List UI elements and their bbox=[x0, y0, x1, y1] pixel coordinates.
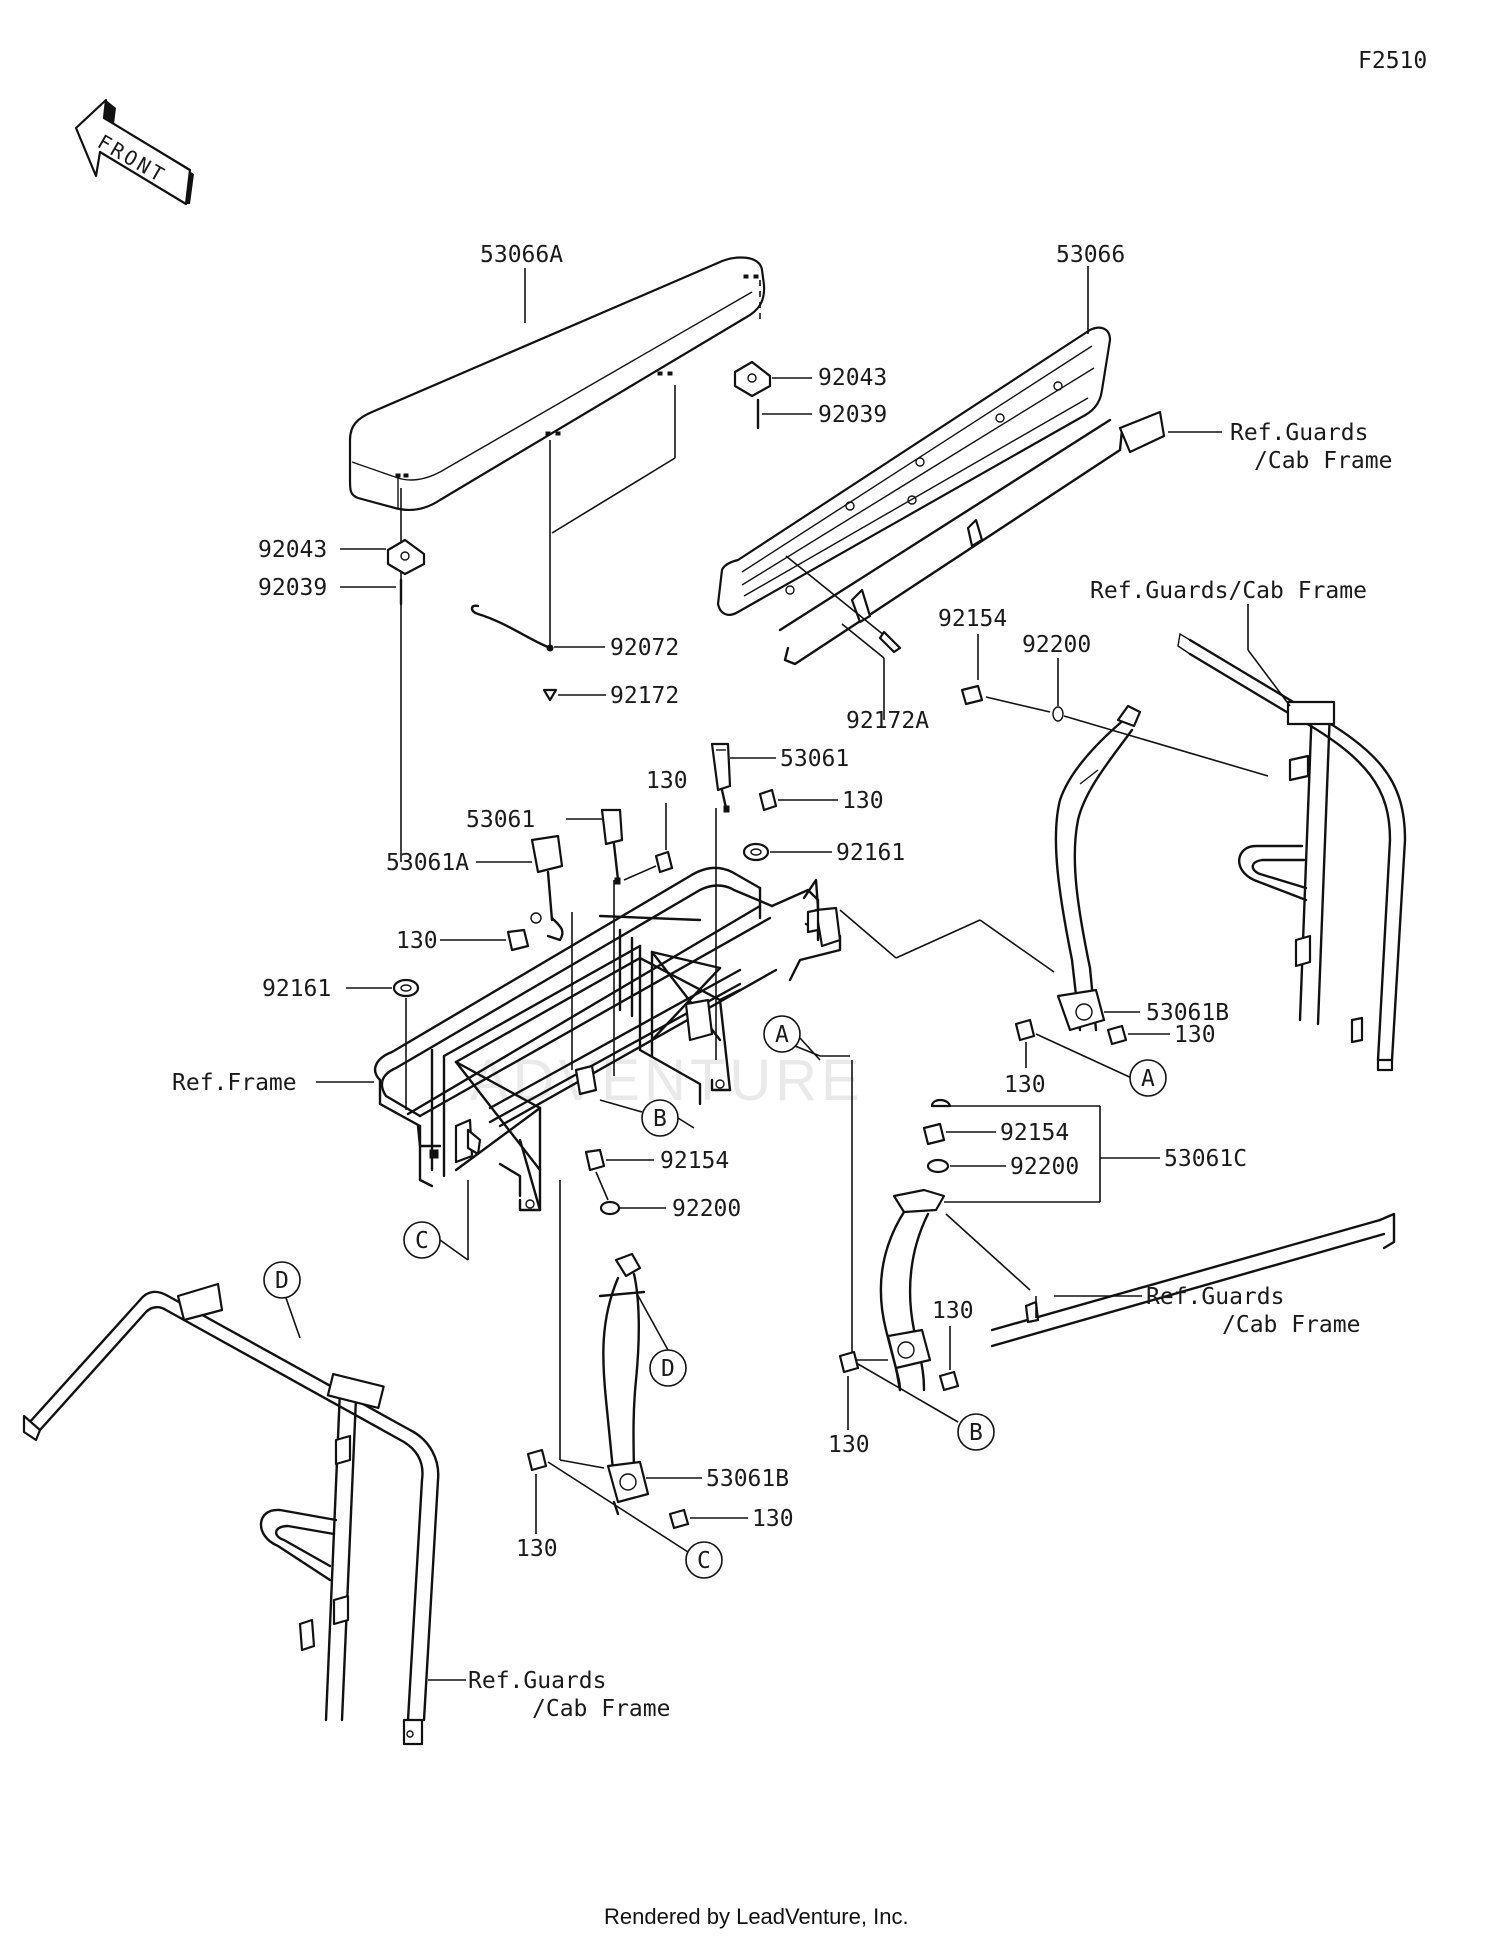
label-ref-guards-4b: /Cab Frame bbox=[532, 1696, 670, 1722]
ref-marker-D-1-label: D bbox=[275, 1268, 289, 1294]
ref-marker-C-2 bbox=[685, 1541, 723, 1579]
label-92043-right: 92043 bbox=[818, 365, 887, 391]
bracket-92043-right bbox=[733, 360, 772, 398]
label-92072: 92072 bbox=[610, 635, 679, 661]
ref-marker-C-1-label: C bbox=[415, 1228, 429, 1254]
ref-marker-A-2-label: A bbox=[1141, 1066, 1155, 1092]
label-ref-guards-3b: /Cab Frame bbox=[1222, 1312, 1360, 1338]
label-53061A: 53061A bbox=[386, 850, 469, 876]
label-ref-guards-4a: Ref.Guards bbox=[468, 1668, 606, 1694]
label-ref-guards-1a: Ref.Guards bbox=[1230, 420, 1368, 446]
label-ref-guards-3a: Ref.Guards bbox=[1146, 1284, 1284, 1310]
buckle-53061-right bbox=[710, 742, 732, 813]
label-ref-guards-1b: /Cab Frame bbox=[1254, 448, 1392, 474]
ref-marker-A-1 bbox=[763, 1015, 801, 1053]
label-130-d: 130 bbox=[1174, 1022, 1216, 1048]
ref-marker-C-2-label: C bbox=[697, 1548, 711, 1574]
label-92200-mid: 92200 bbox=[1010, 1154, 1079, 1180]
label-92161-right: 92161 bbox=[836, 840, 905, 866]
label-92154-left: 92154 bbox=[660, 1148, 729, 1174]
buckle-53061A bbox=[530, 834, 564, 942]
backrest-53066 bbox=[716, 326, 1112, 616]
front-arrow-icon: FRONT bbox=[74, 98, 194, 206]
cab-frame-left bbox=[22, 1282, 440, 1746]
seat-cushion-53066A bbox=[348, 256, 766, 511]
bracket-92043-left bbox=[386, 538, 426, 576]
ref-marker-B-1-label: B bbox=[653, 1106, 667, 1132]
label-53061B-right: 53061B bbox=[1146, 1000, 1229, 1026]
label-130-a: 130 bbox=[646, 768, 688, 794]
ref-marker-B-2-label: B bbox=[969, 1420, 983, 1446]
label-92172A: 92172A bbox=[846, 708, 929, 734]
figure-id: F2510 bbox=[1358, 48, 1427, 74]
label-53066: 53066 bbox=[1056, 242, 1125, 268]
label-53061-left: 53061 bbox=[466, 807, 535, 833]
cab-crossbar-lower-right bbox=[990, 1212, 1396, 1348]
label-130-b: 130 bbox=[842, 788, 884, 814]
label-130-h: 130 bbox=[752, 1506, 794, 1532]
seatbelt-53061B-left bbox=[598, 1252, 650, 1516]
ref-marker-D-2-label: D bbox=[661, 1356, 675, 1382]
label-92154-top-right: 92154 bbox=[938, 606, 1007, 632]
footer-rendered-by: Rendered by LeadVenture, Inc. bbox=[604, 1904, 909, 1929]
label-ref-guards-2: Ref.Guards/Cab Frame bbox=[1090, 578, 1367, 604]
label-53061-right: 53061 bbox=[780, 746, 849, 772]
ref-marker-B-2 bbox=[957, 1413, 995, 1451]
label-92039-right: 92039 bbox=[818, 402, 887, 428]
buckle-53061-left bbox=[600, 808, 624, 885]
label-53066A: 53066A bbox=[480, 242, 563, 268]
label-130-f: 130 bbox=[932, 1298, 974, 1324]
label-130-e: 130 bbox=[1004, 1072, 1046, 1098]
label-92161-left: 92161 bbox=[262, 976, 331, 1002]
ref-marker-A-1-label: A bbox=[775, 1022, 789, 1048]
label-53061C: 53061C bbox=[1164, 1146, 1247, 1172]
label-130-i: 130 bbox=[516, 1536, 558, 1562]
ref-marker-D-1 bbox=[263, 1261, 301, 1299]
label-ref-frame: Ref.Frame bbox=[172, 1070, 297, 1096]
label-53061B-left: 53061B bbox=[706, 1466, 789, 1492]
label-92039-left: 92039 bbox=[258, 575, 327, 601]
label-92043-left: 92043 bbox=[258, 537, 327, 563]
label-92172: 92172 bbox=[610, 683, 679, 709]
label-92200-top-right: 92200 bbox=[1022, 632, 1091, 658]
label-130-c: 130 bbox=[396, 928, 438, 954]
cab-frame-right bbox=[1177, 632, 1407, 1072]
seat-frame bbox=[373, 866, 842, 1212]
seatbelt-53061B-right bbox=[1054, 704, 1142, 1032]
label-92154-mid: 92154 bbox=[1000, 1120, 1069, 1146]
label-92200-left: 92200 bbox=[672, 1196, 741, 1222]
seatbelt-53061C bbox=[879, 1188, 946, 1392]
label-130-g: 130 bbox=[828, 1432, 870, 1458]
ref-marker-A-2 bbox=[1129, 1059, 1167, 1097]
